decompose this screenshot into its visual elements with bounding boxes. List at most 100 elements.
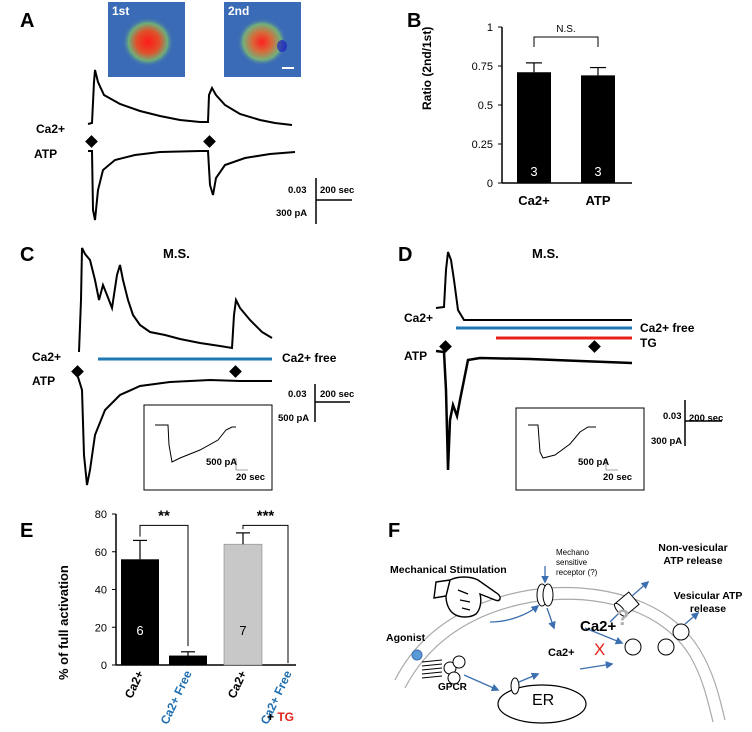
panel-a-scale-ratio: 0.03 xyxy=(288,185,307,196)
panel-letter-f: F xyxy=(388,520,401,542)
chart-e-category-label: Ca2+ xyxy=(225,668,250,700)
er-label: ER xyxy=(532,692,555,709)
panel-d-stimulus-1 xyxy=(439,340,452,353)
panel-c-stimulus-1 xyxy=(71,365,84,378)
image-label-first: 1st xyxy=(112,4,130,18)
panel-d-traces xyxy=(435,251,722,491)
chart-e-bracket-1 xyxy=(139,524,189,647)
panel-a-atp-label: ATP xyxy=(34,147,58,161)
chart-e-bracket-2 xyxy=(242,524,289,664)
chart-b-ytick-label: 1 xyxy=(487,22,493,34)
non-vesicular-channel xyxy=(613,591,640,617)
chart-e-category-label-tg: + TG xyxy=(267,710,294,724)
image-label-second: 2nd xyxy=(228,4,250,18)
gpcr-receptor xyxy=(421,659,443,679)
ip3-receptor xyxy=(510,677,520,695)
chart-e-n-label: 7 xyxy=(239,623,246,638)
chart-b-significance-label: N.S. xyxy=(556,24,575,35)
mechanical-stimulation-label: Mechanical Stimulation xyxy=(390,564,507,576)
chart-e-category-label: Ca2+ Free xyxy=(158,668,195,727)
chart-b-n-label: 3 xyxy=(594,164,601,179)
calcium-label-large: Ca2+ xyxy=(580,618,617,635)
panel-d-tg-label: TG xyxy=(640,336,657,350)
chart-b-category-label: Ca2+ xyxy=(518,193,550,208)
mechano-receptor-label: Mechano sensitive receptor (?) xyxy=(556,548,598,577)
chart-e-ytick-label: 40 xyxy=(95,585,107,597)
panel-letter-c: C xyxy=(20,244,35,266)
panel-c-inset-trace xyxy=(155,424,236,463)
panel-d-calcium-trace xyxy=(435,251,632,321)
panel-c-calcium-trace xyxy=(78,247,273,353)
panel-c-inset-current: 500 pA xyxy=(206,457,238,468)
panel-a-traces xyxy=(85,69,352,224)
chart-e-ytick-label: 20 xyxy=(95,622,107,634)
vesicle-2 xyxy=(657,638,675,656)
panel-a-calcium-trace xyxy=(87,69,293,126)
panel-d-title: M.S. xyxy=(532,246,559,261)
question-mark-icon: ? xyxy=(616,605,630,630)
panel-letter-b: B xyxy=(407,10,422,32)
cell-membrane-outer xyxy=(394,587,726,721)
panel-a-ca-label: Ca2+ xyxy=(36,122,66,136)
chart-b-category-label: ATP xyxy=(585,193,610,208)
chart-b-n-label: 3 xyxy=(530,164,537,179)
panel-c-scale-ratio: 0.03 xyxy=(288,389,307,400)
chart-e-category-label: Ca2+ xyxy=(122,668,147,700)
panel-c-atp-label: ATP xyxy=(32,374,56,388)
panel-d-inset-time: 20 sec xyxy=(603,472,633,483)
vesicle-1 xyxy=(624,638,642,656)
chart-e-significance-2: *** xyxy=(257,507,275,524)
panel-a-scale-current: 300 pA xyxy=(276,208,308,219)
chart-b-ylabel: Ratio (2nd/1st) xyxy=(420,26,434,110)
chart-b-bar xyxy=(517,72,551,183)
panel-c-current-trace xyxy=(77,376,272,486)
agonist-dot xyxy=(411,649,423,661)
panel-letter-a: A xyxy=(20,10,35,32)
chart-e-ylabel: % of full activation xyxy=(56,565,71,680)
chart-b-significance-bracket xyxy=(533,36,599,47)
panel-d-scale-ratio: 0.03 xyxy=(663,411,682,422)
panel-f-diagram xyxy=(394,566,726,724)
chart-b-ytick-label: 0.25 xyxy=(472,139,493,151)
cross-icon: X xyxy=(594,640,606,659)
panel-d-scale-current: 300 pA xyxy=(651,436,683,447)
calcium-image-first: 1st xyxy=(108,2,185,77)
chart-e-n-label: 6 xyxy=(136,623,143,638)
er-organelle xyxy=(497,684,587,724)
panel-c-ca-label: Ca2+ xyxy=(32,350,62,364)
chart-b-ytick-label: 0.75 xyxy=(472,61,493,73)
chart-e-bar xyxy=(121,559,159,665)
panel-d-atp-label: ATP xyxy=(404,349,428,363)
panel-d-inset-current: 500 pA xyxy=(578,457,610,468)
panel-a-scale-time: 200 sec xyxy=(320,185,355,196)
chart-e-ytick-label: 0 xyxy=(101,660,107,672)
panel-letter-e: E xyxy=(20,520,34,542)
vesicle-3 xyxy=(672,623,690,641)
panel-d-stimulus-2 xyxy=(588,340,601,353)
panel-d-current-trace xyxy=(435,349,633,471)
calcium-label-small: Ca2+ xyxy=(548,647,575,659)
vesicular-label: Vesicular ATP release xyxy=(673,590,743,615)
panel-c-stimulus-2 xyxy=(229,365,242,378)
non-vesicular-label: Non-vesicular ATP release xyxy=(658,542,728,567)
chart-e-significance-1: ** xyxy=(158,507,170,524)
calcium-image-second-drawing xyxy=(224,2,301,77)
cell-membrane-inner xyxy=(404,598,714,723)
calcium-image-first-drawing xyxy=(108,2,185,77)
panel-d-inset-trace xyxy=(528,424,596,459)
pointing-hand-icon xyxy=(433,576,501,618)
panel-c-scale-time: 200 sec xyxy=(320,389,355,400)
chart-b-bar xyxy=(581,75,615,183)
panel-a-current-trace xyxy=(88,150,296,221)
panel-c-inset-frame xyxy=(143,404,273,491)
panel-c-traces xyxy=(71,247,350,491)
chart-e-bar xyxy=(223,543,263,666)
chart-e-bar xyxy=(169,655,207,665)
stimulus-marker-1 xyxy=(85,135,98,148)
panel-letter-d: D xyxy=(398,244,413,266)
panel-c-ca-free-label: Ca2+ free xyxy=(282,351,337,365)
agonist-label: Agonist xyxy=(386,632,426,644)
